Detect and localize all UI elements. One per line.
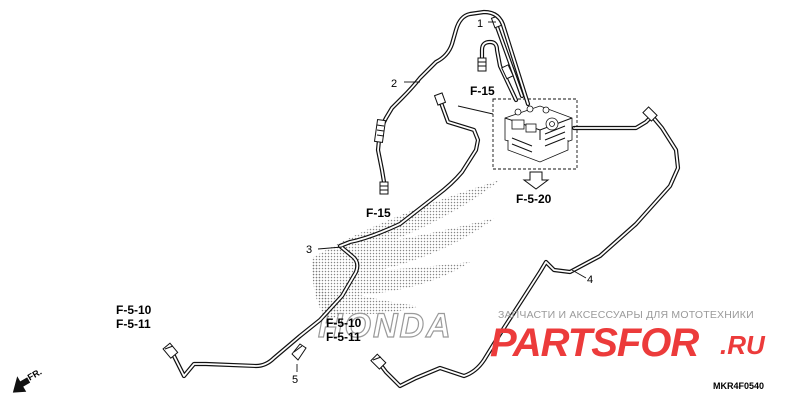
part-number-3: 3: [306, 244, 312, 256]
abs-modulator-group: [492, 98, 578, 190]
ref-f5-20: F-5-20: [516, 192, 552, 206]
part-number-2: 2: [391, 78, 397, 90]
bleeder-cap-5: [291, 343, 307, 372]
ref-arrow-down: [522, 171, 550, 190]
watermark-brand: PARTSFOR: [490, 321, 699, 365]
watermark-tagline: ЗАПЧАСТИ И АКСЕССУАРЫ ДЛЯ МОТОТЕХНИКИ: [498, 309, 754, 321]
ref-f15-top: F-15: [470, 84, 495, 98]
diagram-code: MKR4F0540: [713, 381, 764, 391]
ref-f5-11-mid: F-5-11: [326, 330, 361, 344]
front-direction-indicator: FR.: [12, 367, 44, 393]
front-label: FR.: [26, 367, 44, 383]
part-number-4: 4: [587, 274, 593, 286]
ref-f5-10-mid: F-5-10: [326, 316, 362, 330]
part-number-5: 5: [292, 374, 298, 386]
partsfor-watermark: ЗАПЧАСТИ И АКСЕССУАРЫ ДЛЯ МОТОТЕХНИКИ PA…: [490, 309, 766, 365]
honda-logo-text: HONDA: [318, 307, 453, 345]
part-number-1: 1: [477, 18, 483, 30]
abs-modulator-unit: [504, 105, 573, 163]
watermark-tld: .RU: [720, 330, 766, 360]
brake-pipe-4: [370, 106, 681, 389]
ref-f5-11-left: F-5-11: [116, 317, 151, 331]
brake-pipe-3: [162, 92, 481, 379]
brake-pipe-2: [373, 9, 531, 195]
abs-dashed-frame: [492, 98, 578, 170]
leader-lines: [317, 21, 587, 279]
front-arrow-icon: [12, 376, 31, 393]
ref-f5-10-left: F-5-10: [116, 303, 152, 317]
ref-f15-left: F-15: [366, 206, 391, 220]
brake-hose-joint: [477, 39, 519, 103]
